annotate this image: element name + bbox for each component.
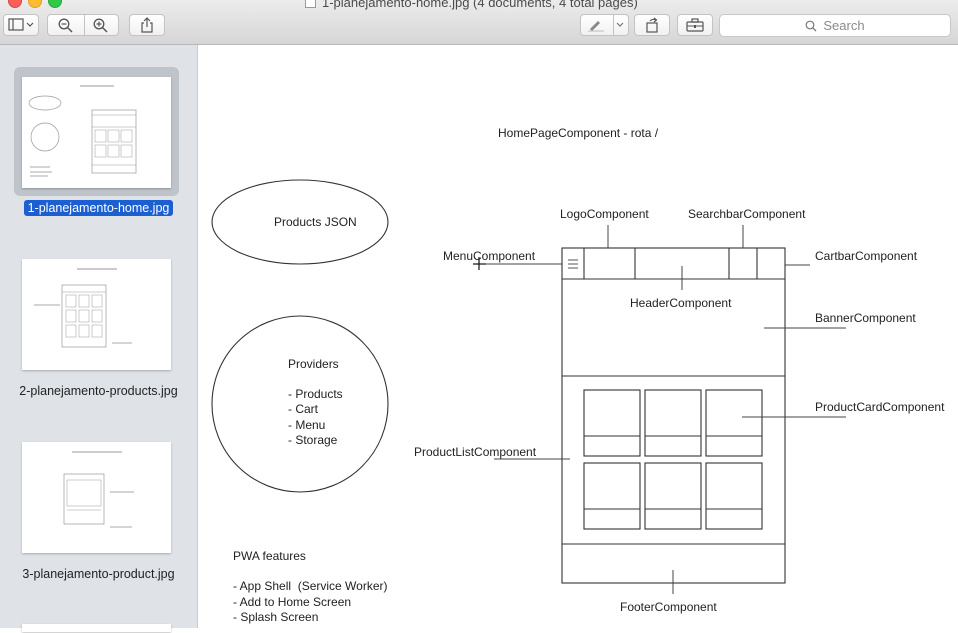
thumbnail-3-label[interactable]: 3-planejamento-product.jpg — [0, 567, 197, 581]
sidebar-toggle-icon — [8, 18, 34, 31]
zoom-in-button[interactable] — [83, 18, 118, 33]
providers-item-products: - Products — [288, 387, 343, 401]
products-json-label: Products JSON — [274, 215, 357, 229]
thumbnail-1-preview — [28, 85, 137, 177]
product-card-5 — [644, 462, 702, 530]
toolbox-icon — [686, 18, 704, 32]
search-icon — [805, 20, 817, 31]
rotate-icon — [646, 17, 658, 33]
footer-component-label: FooterComponent — [620, 600, 717, 614]
markup-dropdown-button[interactable] — [612, 22, 628, 28]
thumbnail-2[interactable] — [22, 259, 171, 370]
pwa-item-add-to-home: - Add to Home Screen — [233, 595, 351, 609]
document-canvas: HomePageComponent - rota / Products JSON… — [198, 45, 958, 628]
thumbnail-3[interactable] — [22, 442, 171, 553]
providers-circle — [211, 315, 389, 493]
pwa-title: PWA features — [233, 549, 306, 563]
searchbar-component-label: SearchbarComponent — [688, 207, 806, 221]
sidebar-view-button[interactable] — [3, 14, 39, 36]
zoom-out-icon — [58, 18, 73, 33]
search-placeholder: Search — [823, 18, 865, 33]
thumbnail-1[interactable] — [22, 77, 171, 188]
divider — [84, 15, 85, 35]
product-card-1 — [583, 389, 641, 457]
minimize-window-button[interactable] — [28, 0, 42, 8]
rotate-button[interactable] — [634, 14, 670, 36]
markup-toolbar-button[interactable] — [677, 14, 713, 36]
thumbnail-4[interactable] — [22, 624, 171, 632]
markup-button-group — [580, 14, 629, 36]
hamburger-menu-icon — [568, 259, 578, 269]
product-card-component-label: ProductCardComponent — [815, 400, 945, 414]
document-icon — [305, 0, 316, 8]
thumbnail-3-label-text: 3-planejamento-product.jpg — [22, 567, 175, 581]
banner-component-label: BannerComponent — [815, 311, 916, 325]
share-icon — [141, 17, 153, 33]
window-title: 1-planejamento-home.jpg (4 documents, 4 … — [305, 0, 638, 10]
thumbnail-sidebar: 1-planejamento-home.jpg 2-planejamento-p… — [0, 45, 198, 632]
pwa-item-splash: - Splash Screen — [233, 610, 318, 624]
search-field[interactable]: Search — [719, 14, 951, 37]
diagram-title: HomePageComponent - rota / — [498, 126, 659, 140]
product-list-component-label: ProductListComponent — [414, 445, 537, 459]
zoom-window-button[interactable] — [48, 0, 62, 8]
markup-button[interactable] — [581, 18, 612, 32]
providers-item-menu: - Menu — [288, 418, 325, 432]
close-window-button[interactable] — [8, 0, 22, 8]
zoom-button-group — [47, 14, 119, 36]
product-card-2 — [644, 389, 702, 457]
product-card-4 — [583, 462, 641, 530]
thumbnail-3-preview — [63, 451, 134, 528]
window-toolbar: 1-planejamento-home.jpg (4 documents, 4 … — [0, 0, 958, 45]
zoom-in-icon — [93, 18, 108, 33]
thumbnail-1-label-text: 1-planejamento-home.jpg — [23, 200, 174, 216]
products-json-ellipse — [211, 179, 389, 265]
pwa-item-app-shell: - App Shell (Service Worker) — [233, 579, 388, 593]
providers-title: Providers — [288, 357, 339, 371]
chevron-down-icon — [616, 22, 624, 27]
cartbar-component-label: CartbarComponent — [815, 249, 918, 263]
logo-component-label: LogoComponent — [560, 207, 649, 221]
header-component-label: HeaderComponent — [630, 296, 732, 310]
window-title-text: 1-planejamento-home.jpg (4 documents, 4 … — [322, 0, 638, 10]
divider — [613, 15, 614, 35]
thumbnail-1-label[interactable]: 1-planejamento-home.jpg — [0, 200, 197, 216]
share-button[interactable] — [129, 14, 165, 36]
markup-pen-icon — [588, 21, 605, 32]
zoom-out-button[interactable] — [48, 18, 83, 33]
menu-component-label: MenuComponent — [443, 249, 536, 263]
providers-item-storage: - Storage — [288, 433, 338, 447]
thumbnail-2-label[interactable]: 2-planejamento-products.jpg — [0, 384, 197, 398]
thumbnail-2-label-text: 2-planejamento-products.jpg — [19, 384, 178, 398]
providers-item-cart: - Cart — [288, 402, 319, 416]
product-card-6 — [705, 462, 763, 530]
crosshair-cursor-icon — [473, 257, 486, 270]
product-card-3 — [705, 389, 763, 457]
thumbnail-2-preview — [34, 268, 132, 348]
wireframe-diagram: HomePageComponent - rota / Products JSON… — [211, 126, 945, 624]
